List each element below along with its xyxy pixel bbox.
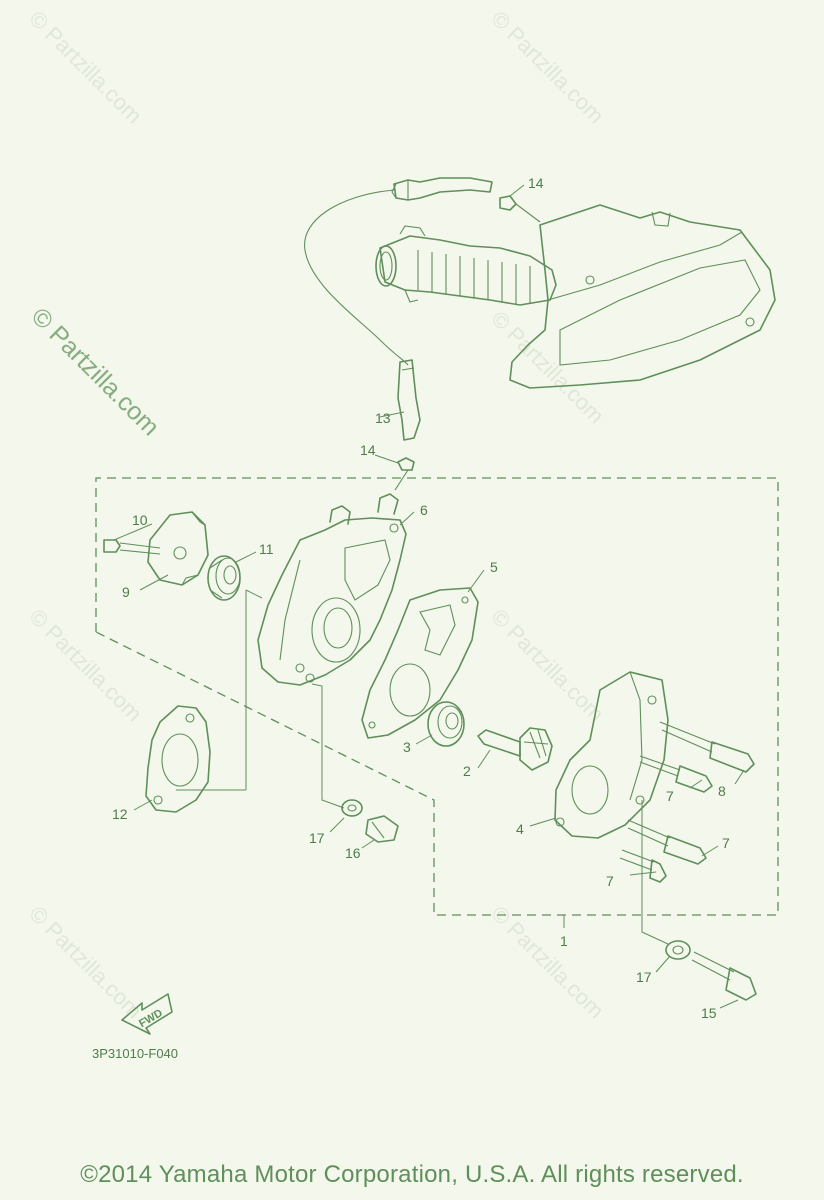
watermark-text: © Partzilla.com [486,901,609,1024]
watermark-text: © Partzilla.com [486,306,609,429]
part-7-bolt [627,819,707,865]
part-9-plate [147,511,209,586]
part-3-seal [427,701,465,747]
part-17-washer-lower [665,940,691,960]
callout-11: 11 [259,541,274,557]
part-15-bolt [691,951,757,1001]
part-7-bolt [619,849,667,883]
callout-5: 5 [490,559,498,575]
callout-15: 15 [701,1005,717,1021]
callout-6: 6 [420,502,428,518]
watermark-text: © Partzilla.com [486,604,609,727]
part-8-bolt [659,721,755,773]
callout-16: 16 [345,845,361,861]
watermark-text: © Partzilla.com [24,901,147,1024]
callouts: 1 2 3 4 5 6 7 7 7 8 9 10 11 12 13 14 14 … [112,175,730,1021]
watermark-text: © Partzilla.com [24,6,147,129]
part-16-bolt [365,815,399,843]
part-17-washer [341,799,363,817]
callout-17: 17 [636,969,652,985]
callout-14: 14 [528,175,544,191]
callout-14: 14 [360,442,376,458]
diagram-code: 3P31010-F040 [92,1046,178,1061]
callout-2: 2 [463,763,471,779]
callout-4: 4 [516,821,524,837]
intake-cover-assembly [304,177,776,491]
copyright-notice: ©2014 Yamaha Motor Corporation, U.S.A. A… [80,1161,744,1188]
part-2-impeller [477,727,553,771]
leader-lines [113,184,745,1009]
callout-3: 3 [403,739,411,755]
part-7-bolt [639,755,713,793]
watermark-text: © Partzilla.com [486,6,609,129]
watermark-text-main: © Partzilla.com [26,302,165,441]
part-4-cover [554,671,669,839]
callout-7: 7 [666,788,674,804]
part-11-bearing [207,555,241,601]
watermarks: © Partzilla.com © Partzilla.com © Partzi… [24,6,609,1024]
callout-13: 13 [375,410,391,426]
callout-8: 8 [718,783,726,799]
callout-9: 9 [122,584,130,600]
part-6-housing [257,493,407,686]
callout-10: 10 [132,512,148,528]
callout-17: 17 [309,830,325,846]
part-5-gasket [361,587,479,739]
callout-12: 12 [112,806,128,822]
callout-7: 7 [606,873,614,889]
watermark-text: © Partzilla.com [24,604,147,727]
callout-7: 7 [722,835,730,851]
part-12-gasket [145,705,211,813]
part-10-screw [103,539,161,555]
callout-1: 1 [560,933,568,949]
assembly-outline [95,477,779,916]
